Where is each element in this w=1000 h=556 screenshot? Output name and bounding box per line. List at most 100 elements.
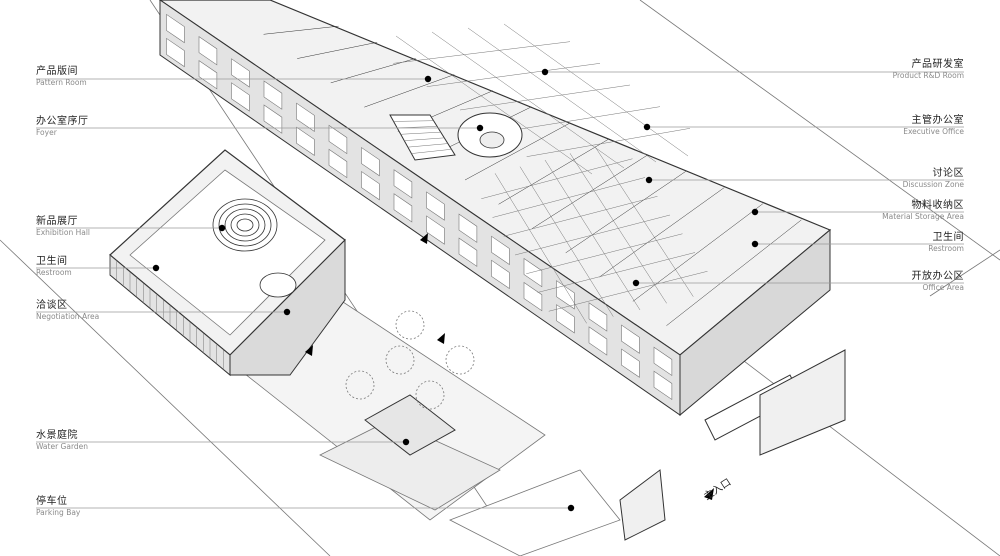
label-zh: 停车位	[36, 496, 68, 507]
label-zh: 讨论区	[932, 168, 964, 179]
entrance-arrow-icon	[437, 333, 445, 344]
partition	[464, 122, 571, 181]
window	[361, 170, 380, 201]
window	[523, 257, 543, 288]
label-foyer: 办公室序厅 Foyer	[36, 116, 89, 137]
label-zh: 洽谈区	[36, 300, 68, 311]
tree	[385, 345, 415, 375]
label-en: Material Storage Area	[882, 212, 964, 221]
label-discussion-zone: 讨论区 Discussion Zone	[903, 168, 964, 189]
label-dot	[643, 123, 651, 131]
label-executive-office: 主管办公室 Executive Office	[903, 115, 964, 136]
label-restroom-left: 卫生间 Restroom	[36, 256, 72, 277]
display-ring	[218, 203, 272, 247]
buildings	[109, 0, 846, 541]
window	[361, 146, 380, 177]
stair-tread	[400, 131, 441, 135]
display-ring	[224, 208, 266, 242]
label-dot	[218, 224, 226, 232]
label-exhibition-hall: 新品展厅 Exhibition Hall	[36, 216, 90, 237]
entrance-arrow-icon	[305, 345, 313, 356]
window	[458, 237, 478, 267]
window	[166, 13, 185, 44]
label-dot	[283, 308, 291, 316]
display-ring	[230, 213, 260, 237]
label-zh: 产品版间	[36, 66, 78, 77]
desk-grid	[492, 177, 646, 218]
window	[621, 324, 640, 354]
label-en: Water Garden	[36, 442, 89, 451]
stair-tread	[397, 126, 438, 129]
window	[523, 281, 543, 312]
window	[653, 370, 673, 401]
desk-grid	[537, 252, 696, 293]
label-water-garden: 水景庭院 Water Garden	[36, 430, 88, 451]
exhibition-floor	[129, 169, 326, 336]
window	[328, 124, 348, 155]
stair-tread	[393, 120, 434, 122]
label-en: Discussion Zone	[902, 180, 964, 189]
label-zh: 开放办公区	[911, 271, 964, 282]
partition	[565, 171, 686, 254]
office-building-end-wall	[679, 228, 831, 417]
stair-tread	[407, 143, 448, 148]
window	[231, 82, 250, 112]
label-zh: 物料收纳区	[911, 200, 964, 211]
entrance-arrow-icon	[420, 233, 428, 244]
desk-grid	[514, 214, 671, 256]
label-pattern-room: 产品版间 Pattern Room	[36, 66, 87, 87]
label-material-storage-area: 物料收纳区 Material Storage Area	[882, 200, 964, 221]
partition	[393, 41, 571, 64]
window	[296, 126, 315, 156]
foyer-table	[479, 131, 505, 149]
label-en: Parking Bay	[36, 508, 81, 517]
label-dot	[645, 176, 653, 184]
window	[393, 193, 413, 223]
interior-details	[109, 23, 802, 500]
partition	[459, 84, 631, 111]
partition	[666, 219, 802, 326]
partition	[632, 203, 764, 302]
site-line	[929, 249, 1000, 297]
exhibition-hall-side	[229, 238, 346, 376]
partition	[426, 63, 601, 87]
stair-tread	[404, 137, 445, 141]
desk-grid	[481, 158, 633, 199]
label-zh: 办公室序厅	[36, 116, 89, 127]
garden-terrace	[319, 419, 501, 511]
window	[166, 37, 185, 68]
window	[393, 169, 413, 199]
label-restroom-right: 卫生间 Restroom	[928, 232, 964, 253]
label-en: Negotiation Area	[36, 312, 100, 321]
partition	[526, 128, 691, 157]
window	[621, 348, 640, 378]
label-office-area: 开放办公区 Office Area	[912, 271, 965, 292]
tree	[445, 345, 475, 375]
label-negotiation-area: 洽谈区 Negotiation Area	[36, 300, 99, 321]
display-ring	[236, 218, 254, 232]
label-dot	[632, 279, 640, 287]
desk-grid	[526, 233, 683, 274]
window	[426, 215, 445, 245]
label-zh: 新品展厅	[36, 216, 78, 227]
tree	[395, 310, 425, 340]
label-dot	[567, 504, 575, 512]
label-zh: 产品研发室	[911, 59, 964, 70]
label-product-rd-room: 产品研发室 Product R&D Room	[893, 59, 964, 80]
window	[231, 58, 250, 88]
entrance-arrow-icon	[704, 488, 714, 500]
window	[491, 235, 510, 266]
label-dot	[424, 75, 432, 83]
partition	[263, 25, 339, 35]
label-parking-bay: 停车位 Parking Bay	[36, 496, 80, 517]
desk-grid	[548, 271, 708, 312]
window	[426, 191, 445, 221]
partition	[498, 138, 609, 205]
window	[588, 302, 608, 332]
label-zh: 主管办公室	[911, 115, 964, 126]
negotiation-table	[259, 272, 297, 298]
leader-lines	[36, 71, 964, 509]
label-zh: 水景庭院	[36, 430, 78, 441]
label-dot	[751, 208, 759, 216]
